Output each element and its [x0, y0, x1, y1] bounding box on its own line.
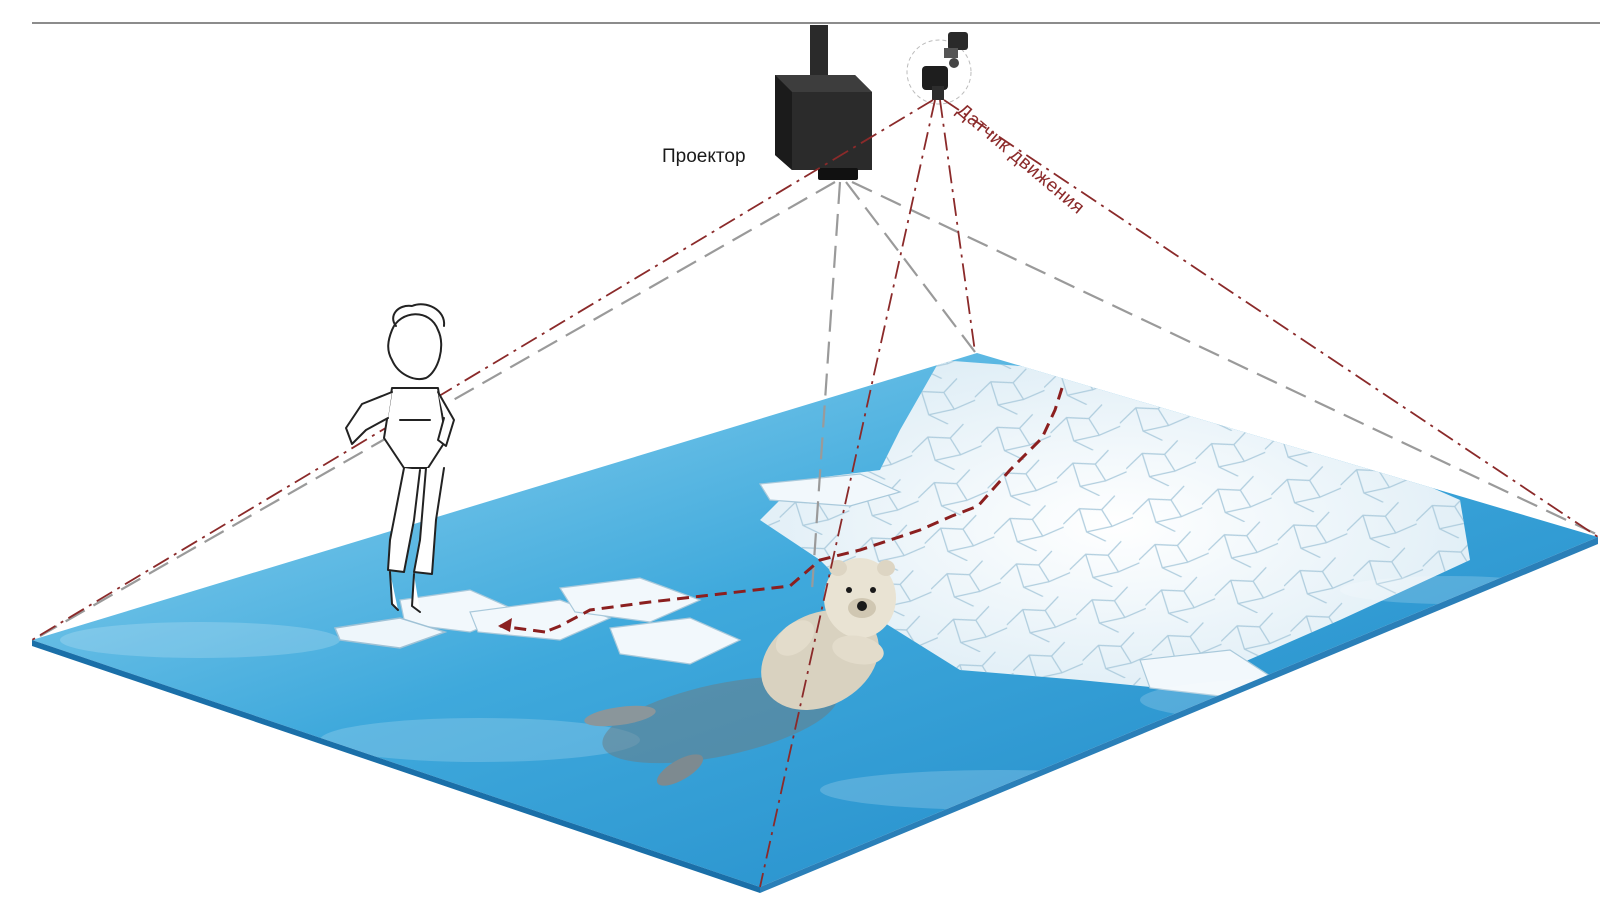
person-sketch [345, 303, 455, 613]
projector-icon [775, 25, 872, 180]
camera-icon [906, 32, 972, 105]
stepping-tile [333, 617, 448, 649]
sensor-rays [31, 99, 1599, 888]
projector-label: Проектор [662, 146, 746, 167]
movement-path [499, 387, 1064, 634]
polar-bear [584, 558, 896, 786]
arrow-left-icon [498, 618, 512, 632]
